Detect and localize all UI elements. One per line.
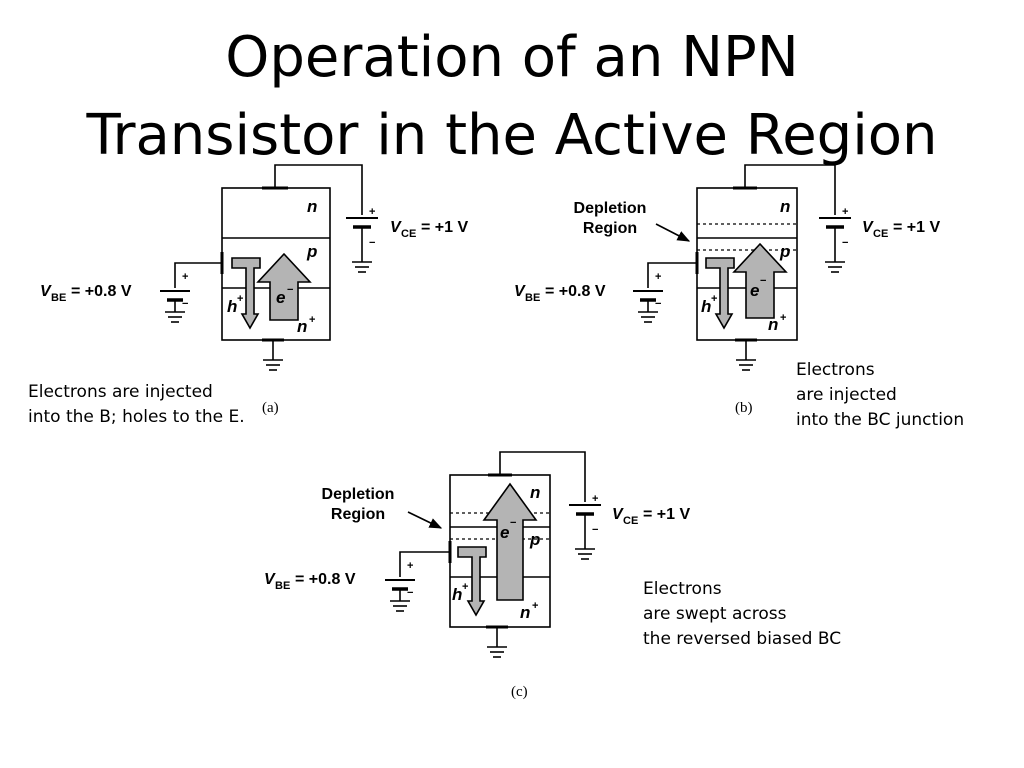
emitter-sup-b: + [780,312,786,324]
electron-sup-c: − [510,517,516,529]
depletion-label-line-2-b: Region [583,220,637,237]
vce-sub-c: CE [623,515,638,527]
vce-circuit-b [733,164,851,273]
collector-type-a: n [307,197,317,216]
electron-label-a: e [276,288,285,307]
depletion-pointer-b [655,223,691,242]
vce-value-a: = +1 V [421,219,468,236]
caption-a-line-1: Electrons are injected [28,382,213,402]
emitter-type-b: n [768,315,778,334]
vbe-value-a: = +0.8 V [71,283,132,300]
vce-value-b: = +1 V [893,219,940,236]
emitter-sup-c: + [532,600,538,612]
figure-tag-b: (b) [735,400,753,416]
hole-arrow-b [705,257,735,330]
vbe-minus-a: − [182,298,188,310]
caption-b-line-1: Electrons [796,360,875,380]
figure-a [160,164,378,371]
vce-minus-a: − [369,237,375,249]
vce-circuit-c [488,451,601,560]
labels-a: n p n + e − h + + − + − V CE = +1 V V BE… [40,197,468,416]
vbe-circuit-c [385,541,452,612]
labels-c: Depletion Region n p n + e − h + + − + −… [264,483,690,700]
vbe-plus-a: + [182,271,188,283]
vce-value-c: = +1 V [643,506,690,523]
labels-b: Depletion Region n p n + e − h + + − + −… [514,197,940,416]
electron-sup-a: − [287,284,293,296]
vce-plus-a: + [369,206,375,218]
vce-plus-b: + [842,206,848,218]
hole-arrow-c [457,546,487,617]
hole-sup-c: + [462,581,468,593]
hole-label-c: h [452,585,462,604]
hole-arrow-a [231,257,261,330]
vce-sub-b: CE [873,228,888,240]
hole-label-b: h [701,297,711,316]
electron-sup-b: − [760,275,766,287]
electron-arrow-a [256,252,312,321]
vbe-symbol-c: V [264,571,276,588]
caption-c-line-2: are swept across [643,604,787,624]
vbe-sub-b: BE [525,292,540,304]
vbe-plus-b: + [655,271,661,283]
depletion-label-line-2-c: Region [331,506,385,523]
emitter-ground-a [262,338,284,371]
vbe-circuit-a [160,252,224,323]
base-type-b: p [779,242,790,261]
caption-c-line-1: Electrons [643,579,722,599]
vbe-value-b: = +0.8 V [545,283,606,300]
slide-title-line-2: Transistor in the Active Region [86,103,938,168]
caption-c: Electrons are swept across the reversed … [643,577,841,652]
vce-symbol-b: V [862,219,874,236]
emitter-ground-b [735,338,757,371]
hole-label-a: h [227,297,237,316]
electron-arrow-c [482,482,538,601]
caption-b-line-3: into the BC junction [796,410,965,430]
vce-symbol-a: V [390,219,402,236]
figure-b [633,164,851,371]
emitter-ground-c [486,625,508,658]
slide-title-line-1: Operation of an NPN [225,25,799,90]
vce-sub-a: CE [401,228,416,240]
vbe-sub-c: BE [275,580,290,592]
base-type-a: p [306,242,317,261]
caption-b: Electrons are injected into the BC junct… [796,358,964,433]
collector-type-c: n [530,483,540,502]
vce-circuit-a [262,164,378,273]
vbe-minus-c: − [407,587,413,599]
figure-c [385,451,601,658]
hole-sup-a: + [237,293,243,305]
vce-plus-c: + [592,493,598,505]
emitter-type-c: n [520,603,530,622]
caption-a-line-2: into the B; holes to the E. [28,407,245,427]
electron-label-c: e [500,523,509,542]
vce-symbol-c: V [612,506,624,523]
hole-sup-b: + [711,293,717,305]
figure-tag-a: (a) [262,400,279,416]
emitter-type-a: n [297,317,307,336]
depletion-label-line-1-b: Depletion [574,200,647,217]
figure-tag-c: (c) [511,684,528,700]
vbe-circuit-b [633,252,699,323]
vbe-sub-a: BE [51,292,66,304]
base-type-c: p [529,530,540,549]
vce-minus-b: − [842,237,848,249]
vbe-minus-b: − [655,298,661,310]
caption-b-line-2: are injected [796,385,897,405]
depletion-pointer-c [407,511,443,529]
vce-minus-c: − [592,524,598,536]
electron-label-b: e [750,281,759,300]
vbe-symbol-a: V [40,283,52,300]
depletion-label-line-1-c: Depletion [322,486,395,503]
caption-c-line-3: the reversed biased BC [643,629,842,649]
emitter-sup-a: + [309,314,315,326]
vbe-plus-c: + [407,560,413,572]
vbe-symbol-b: V [514,283,526,300]
electron-arrow-b [732,242,788,319]
collector-type-b: n [780,197,790,216]
caption-a: Electrons are injected into the B; holes… [28,380,245,430]
vbe-value-c: = +0.8 V [295,571,356,588]
